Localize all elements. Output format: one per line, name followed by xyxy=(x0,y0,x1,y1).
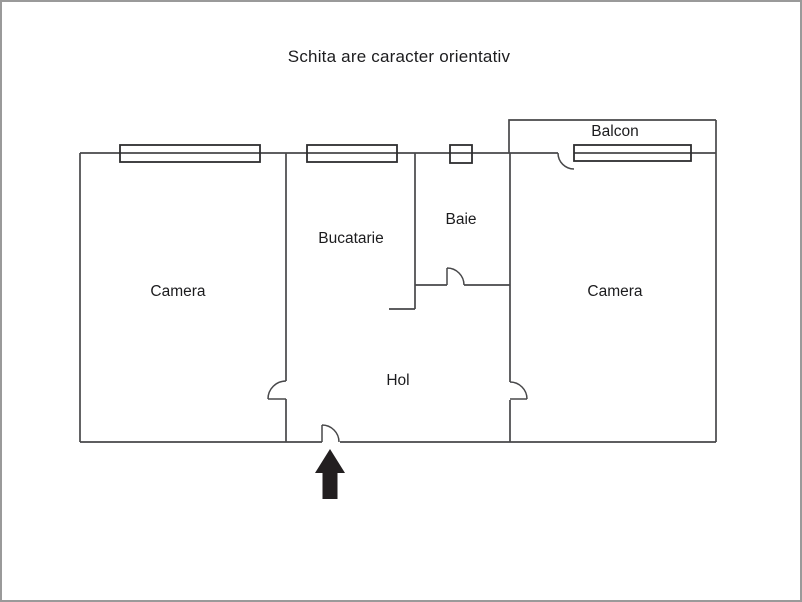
disclaimer-title: Schita are caracter orientativ xyxy=(287,47,511,66)
door-baie-icon xyxy=(446,267,465,286)
room-label-bucatarie: Bucatarie xyxy=(318,230,384,247)
door-entrance-icon xyxy=(321,424,340,443)
entrance-arrow-icon xyxy=(315,449,345,499)
window-baie-icon xyxy=(449,144,473,164)
window-camera-left-icon xyxy=(119,144,261,163)
room-label-hol: Hol xyxy=(386,372,410,389)
room-label-balcon: Balcon xyxy=(591,123,639,140)
partition-kitchen-bath xyxy=(389,153,510,310)
door-balcony-icon xyxy=(557,152,575,170)
room-label-baie: Baie xyxy=(445,211,477,228)
balcony-walls xyxy=(508,119,716,153)
window-bucatarie-icon xyxy=(306,144,398,163)
door-camera-left-icon xyxy=(267,380,287,400)
door-camera-right-icon xyxy=(509,381,528,400)
room-label-camera-left: Camera xyxy=(150,283,206,300)
room-label-camera-right: Camera xyxy=(587,283,643,300)
window-balcon-icon xyxy=(573,144,692,162)
